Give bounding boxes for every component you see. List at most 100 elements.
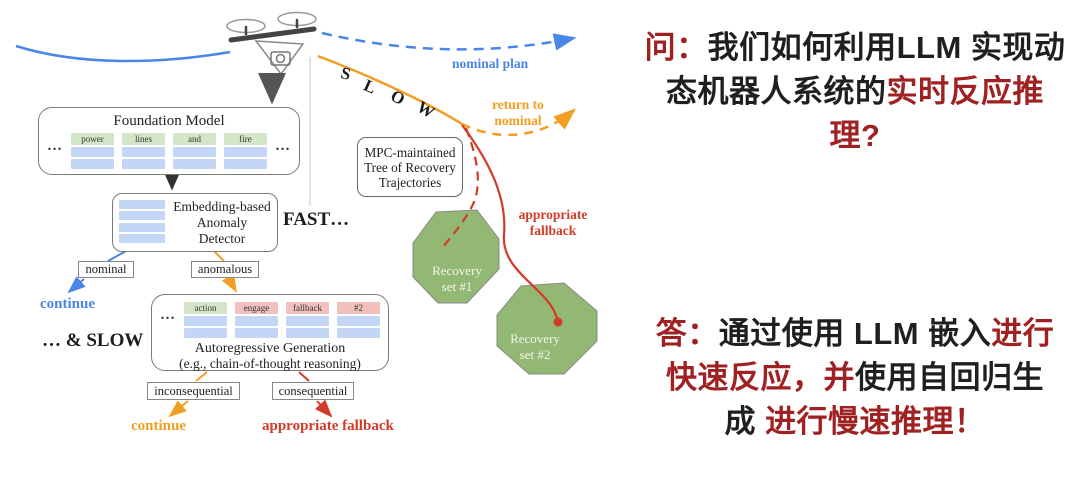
answer-l2-highlight: 快速反应，并 xyxy=(666,360,855,395)
appropriate-fallback-traj-label: appropriate fallback xyxy=(510,207,596,239)
embedding-row xyxy=(119,222,165,232)
embedding-row xyxy=(71,159,114,169)
branch-nominal-box: nominal xyxy=(78,261,134,278)
drone-icon xyxy=(226,11,317,76)
recovery-set-1-label: Recovery set #1 xyxy=(417,263,497,295)
return-to-nominal-line1: return to xyxy=(492,97,544,112)
anomaly-detector-label: Embedding-based Anomaly Detector xyxy=(173,199,271,247)
question-line1: 问：我们如何利用LLM 实现动 xyxy=(636,26,1074,70)
token-label: action xyxy=(184,302,227,314)
autoregressive-caption-line2: (e.g., chain-of-thought reasoning) xyxy=(179,356,361,371)
embedding-row xyxy=(119,211,165,220)
embedding-row xyxy=(119,234,165,243)
answer-l1-black: 通过使用 LLM 嵌入 xyxy=(718,316,992,351)
foundation-model-tokens: … power lines and fire xyxy=(39,130,299,169)
question-line3: 理? xyxy=(636,114,1074,158)
token-column: fire xyxy=(224,133,267,169)
question-text: 问：我们如何利用LLM 实现动 态机器人系统的实时反应推 理? xyxy=(636,26,1074,158)
ellipsis-right: … xyxy=(275,138,291,154)
embedding-row xyxy=(337,316,380,326)
nominal-plan-dashed-path xyxy=(321,31,577,51)
recovery-set-1-polygon xyxy=(412,209,500,304)
autoregressive-box: … action engage fallback #2 xyxy=(151,294,389,371)
answer-line1: 答：通过使用 LLM 嵌入进行 xyxy=(636,312,1074,356)
embedding-row xyxy=(119,199,165,209)
token-column: lines xyxy=(122,133,165,169)
embedding-row xyxy=(286,328,329,338)
token-label: lines xyxy=(122,133,165,145)
foundation-model-title: Foundation Model xyxy=(113,113,225,129)
token-column: and xyxy=(173,133,216,169)
nominal-plan-solid-path xyxy=(15,44,231,63)
mpc-line2: Tree of Recovery xyxy=(364,159,456,175)
embedding-row xyxy=(224,159,267,169)
question-line2: 态机器人系统的实时反应推 xyxy=(636,70,1074,114)
foundation-model-box: Foundation Model … power lines and xyxy=(38,107,300,175)
embedding-row xyxy=(122,159,165,169)
answer-line2: 快速反应，并使用自回归生 xyxy=(636,356,1074,400)
embedding-stack xyxy=(119,199,165,246)
embedding-row xyxy=(337,328,380,338)
answer-line3: 成 进行慢速推理！ xyxy=(636,400,1074,444)
appropriate-fallback-traj-line1: appropriate xyxy=(518,207,588,222)
token-column: action xyxy=(184,302,227,338)
recovery-set-1-line2: set #1 xyxy=(441,279,473,294)
anomaly-detector-line1: Embedding-based xyxy=(173,198,271,214)
autoregressive-tokens: … action engage fallback #2 xyxy=(152,295,388,338)
appropriate-fallback-bottom-label: appropriate fallback xyxy=(262,418,394,434)
detector-to-nominal-line xyxy=(107,250,127,262)
recovery-set-2-line2: set #2 xyxy=(519,347,551,362)
qa-panel: 问：我们如何利用LLM 实现动 态机器人系统的实时反应推 理? 答：通过使用 L… xyxy=(630,0,1080,492)
and-slow-label: … & SLOW xyxy=(42,330,144,351)
ellipsis-left: … xyxy=(47,138,63,154)
recovery-set-2-polygon xyxy=(496,282,598,375)
appropriate-fallback-traj-line2: fallback xyxy=(529,223,577,238)
diagram-panel: Foundation Model … power lines and xyxy=(15,11,598,434)
token-label: fire xyxy=(224,133,267,145)
branch-consequential-box: consequential xyxy=(272,382,354,400)
token-column: #2 xyxy=(337,302,380,338)
answer-text: 答：通过使用 LLM 嵌入进行 快速反应，并使用自回归生 成 进行慢速推理！ xyxy=(636,312,1074,444)
answer-prefix: 答： xyxy=(655,316,719,351)
anomaly-detector-line2: Anomaly Detector xyxy=(196,214,248,246)
nominal-plan-label: nominal plan xyxy=(452,56,529,71)
appropriate-fallback-path xyxy=(461,124,559,319)
embedding-row xyxy=(235,316,278,326)
embedding-row xyxy=(122,147,165,157)
generation-to-consequential-line xyxy=(298,371,310,382)
mpc-line3: Trajectories xyxy=(378,174,442,190)
generation-to-inconsequential-line xyxy=(195,371,208,382)
autoregressive-caption-line1: Autoregressive Generation xyxy=(194,341,346,356)
nominal-to-continue-arrow xyxy=(67,276,86,294)
token-column: engage xyxy=(235,302,278,338)
question-l2-black: 态机器人系统的 xyxy=(666,74,887,109)
detector-to-anomalous-line xyxy=(213,250,225,262)
branch-inconsequential-box: inconsequential xyxy=(147,382,240,400)
diagram-lines xyxy=(15,11,598,418)
fallback-endpoint-dot xyxy=(553,317,563,327)
token-column: fallback xyxy=(286,302,329,338)
question-l2-highlight: 实时反应推 xyxy=(886,74,1044,109)
return-to-nominal-label: return to nominal xyxy=(484,97,552,129)
token-label: and xyxy=(173,133,216,145)
slow-deviation-path xyxy=(317,54,463,126)
answer-l1-highlight: 进行 xyxy=(991,316,1055,351)
token-label: engage xyxy=(235,302,278,314)
embedding-row xyxy=(71,147,114,157)
answer-l3-highlight: 进行慢速推理！ xyxy=(765,404,986,439)
embedding-row xyxy=(184,316,227,326)
recovery-set-2-label: Recovery set #2 xyxy=(497,331,573,363)
recovery-set-2-line1: Recovery xyxy=(510,331,560,346)
consequential-to-fallback-arrow xyxy=(314,399,333,418)
question-prefix: 问： xyxy=(644,30,708,65)
continue-nominal-label: continue xyxy=(40,296,96,312)
embedding-row xyxy=(184,328,227,338)
question-l3-highlight: 理? xyxy=(829,118,881,153)
embedding-row xyxy=(224,147,267,157)
inconsequential-to-continue-arrow xyxy=(168,400,189,418)
continue-inconsequential-label: continue xyxy=(131,418,187,434)
token-label: power xyxy=(71,133,114,145)
fast-label: FAST… xyxy=(283,209,350,230)
recovery-set-1-line1: Recovery xyxy=(432,263,482,278)
